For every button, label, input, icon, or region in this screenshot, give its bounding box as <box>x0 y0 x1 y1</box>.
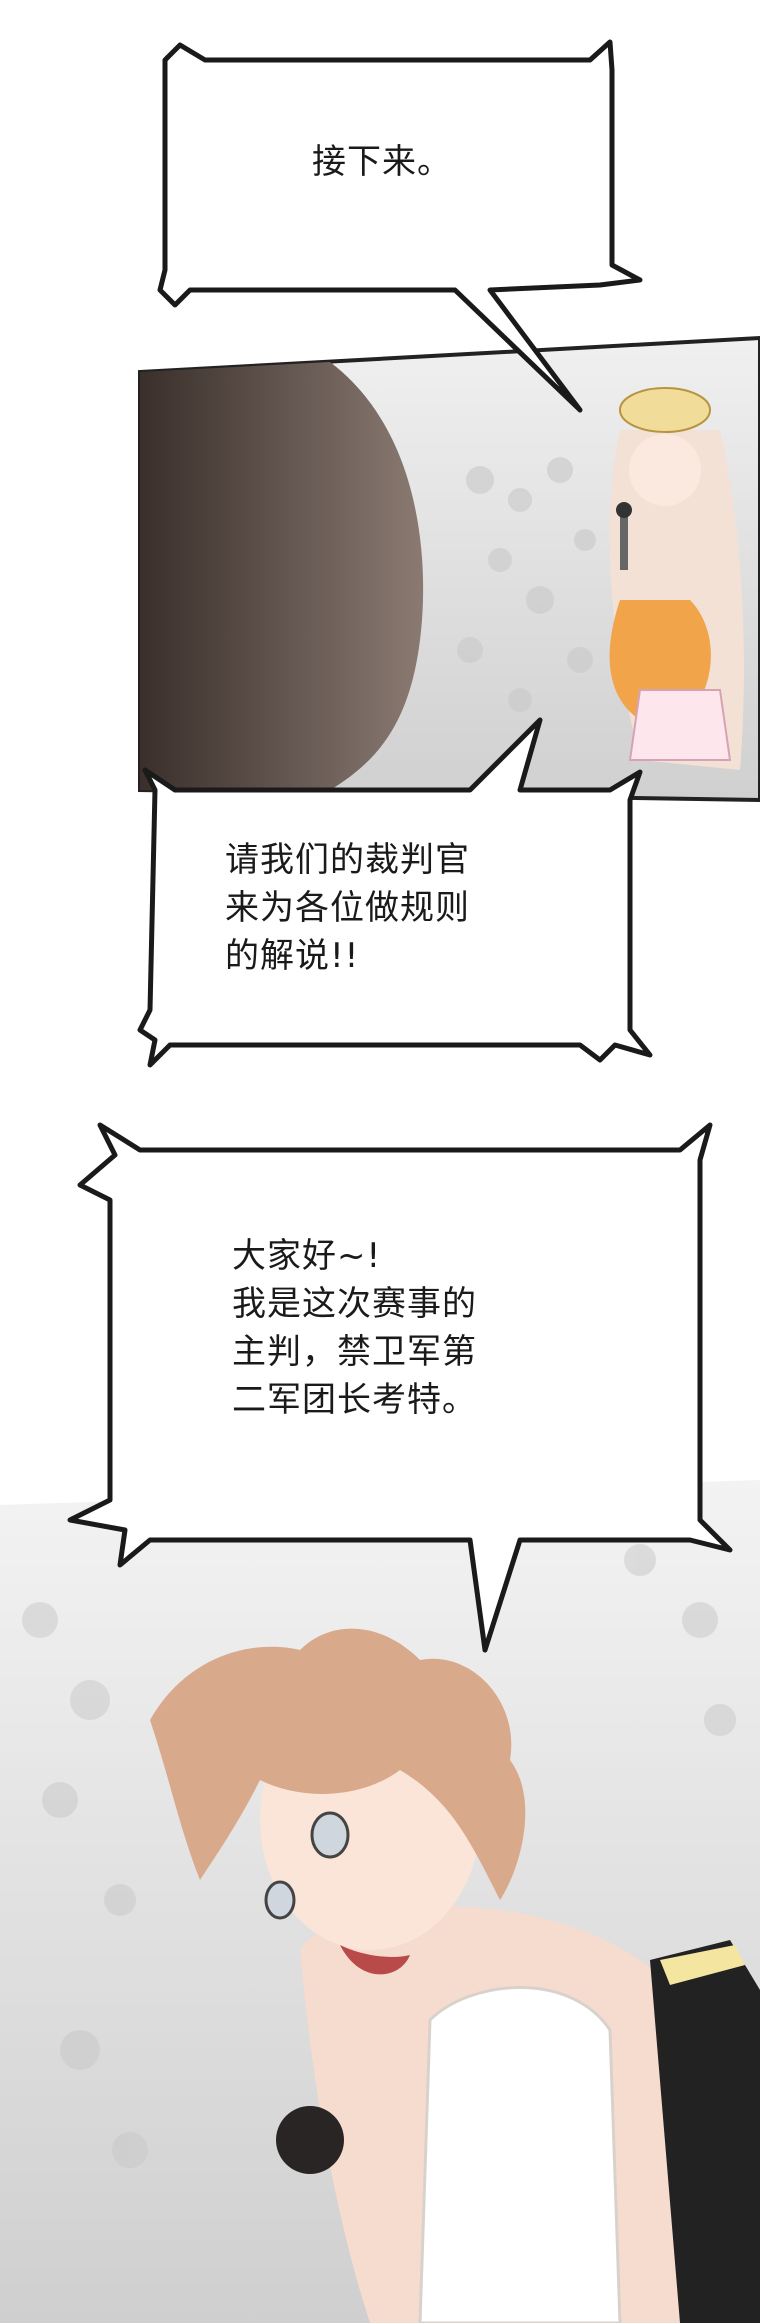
speech-bubble-3 <box>67 1122 733 1653</box>
bubble-3-text: 大家好~! 我是这次赛事的 主判，禁卫军第 二军团长考特。 <box>232 1236 477 1420</box>
panel-announcer <box>138 335 760 803</box>
bubble-1-text: 接下来。 <box>312 142 452 182</box>
speech-bubble-2 <box>137 717 653 1068</box>
bubble-2-text: 请我们的裁判官 来为各位做规则 的解说!! <box>225 840 470 976</box>
panel-referee <box>0 1480 760 2323</box>
speech-bubble-1 <box>157 39 643 413</box>
announcer-figure <box>609 387 744 770</box>
